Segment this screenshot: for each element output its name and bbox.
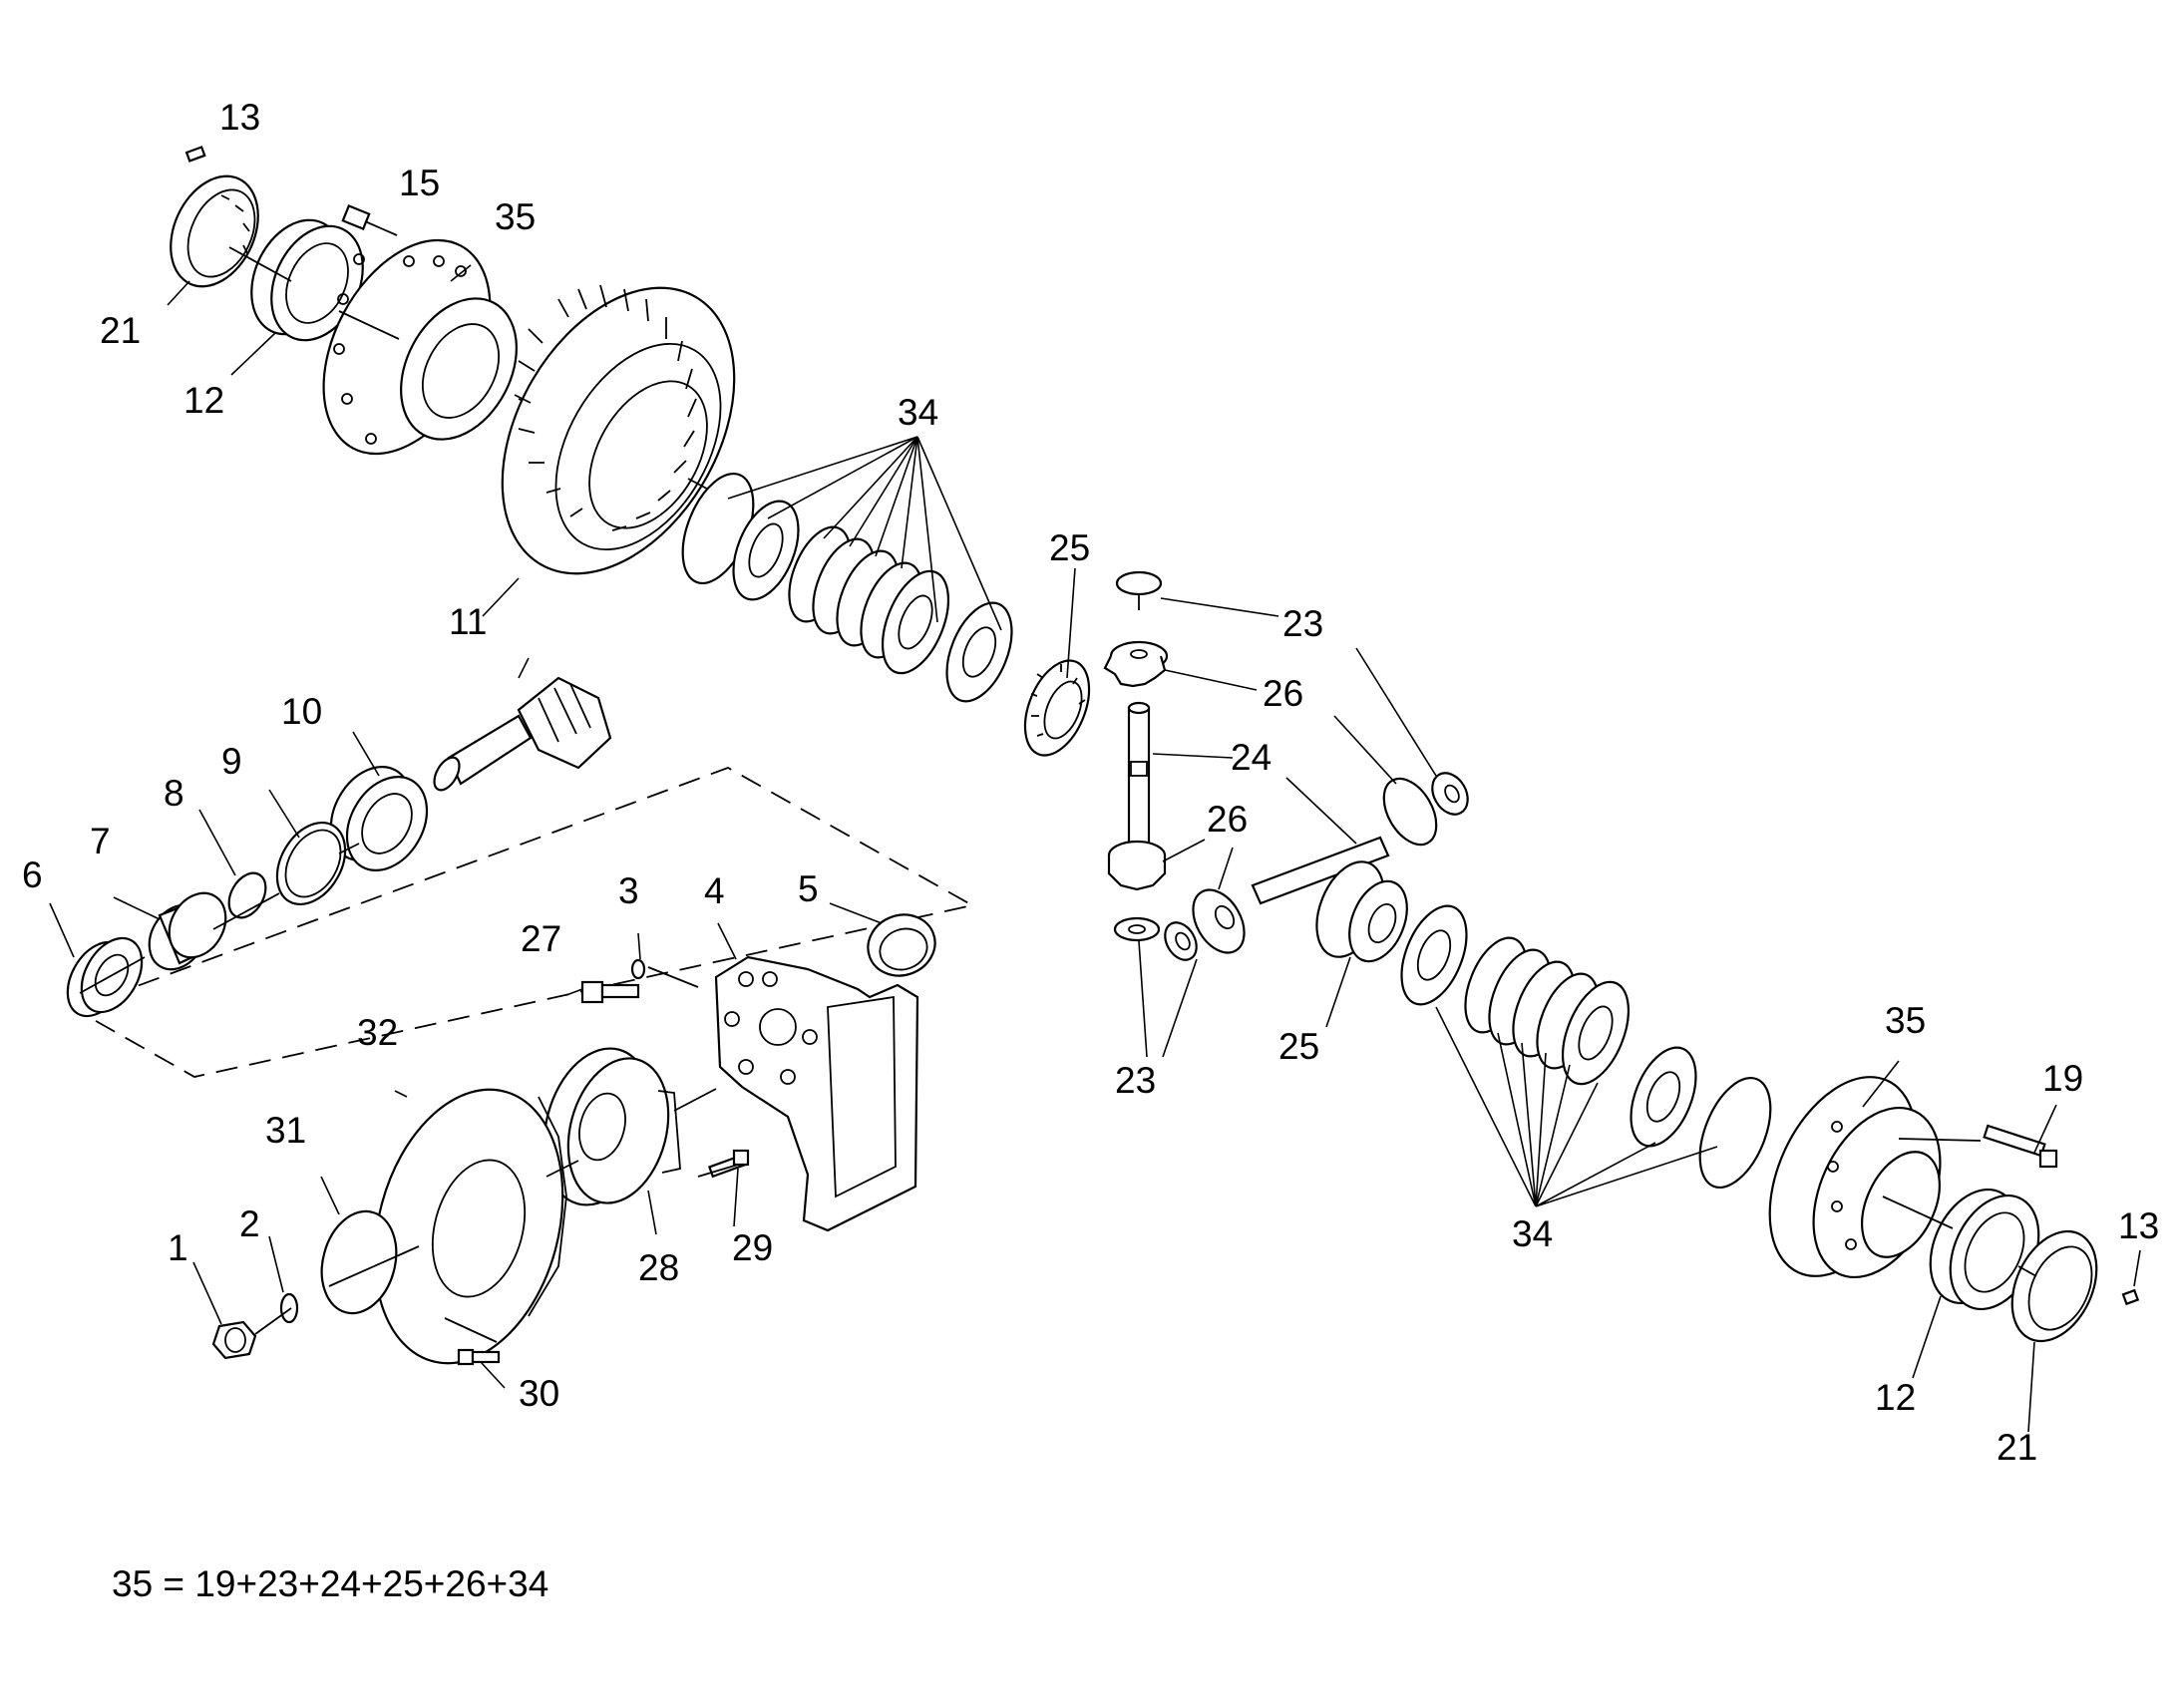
part-10-pinion-bearing [329, 766, 429, 871]
label-26-lower: 26 [1207, 799, 1248, 840]
part-7-spacer [148, 891, 227, 971]
part-23-side-thrust-washer [1164, 921, 1198, 961]
part-13-top-screw [184, 146, 206, 163]
label-21-top: 21 [100, 310, 141, 351]
label-25-top: 25 [1049, 527, 1090, 568]
label-21-bottom: 21 [1997, 1427, 2037, 1468]
part-1-nut [211, 1320, 257, 1360]
part-3-washer [630, 958, 646, 980]
part-23-top-thrust-washer [1115, 570, 1163, 610]
assembly-note: 35 = 19+23+24+25+26+34 [112, 1563, 548, 1604]
label-10: 10 [281, 691, 322, 732]
part-21-top-adjuster-ring [170, 174, 259, 288]
part-11-drive-pinion [433, 676, 612, 792]
part-23-far-thrust-washer [1431, 772, 1469, 816]
label-28: 28 [638, 1247, 679, 1288]
label-30: 30 [519, 1373, 559, 1414]
part-27-bolt [580, 980, 640, 1004]
label-35-bottom: 35 [1885, 1000, 1926, 1041]
label-23-top: 23 [1282, 603, 1323, 644]
part-23-lower-thrust-washer [1113, 916, 1161, 942]
part-25-bottom-side-gear [1315, 860, 1408, 963]
label-15: 15 [399, 163, 440, 203]
label-25-bottom: 25 [1278, 1026, 1319, 1067]
label-3: 3 [618, 870, 639, 911]
axis-line-bottom [1882, 1196, 2037, 1277]
label-4: 4 [704, 870, 725, 911]
part-28-companion-flange [543, 1047, 681, 1206]
part-26-side-pinion-gear [1192, 888, 1246, 954]
part-2-washer [279, 1292, 299, 1324]
label-34-top: 34 [898, 392, 938, 433]
label-31: 31 [265, 1110, 306, 1151]
label-1: 1 [168, 1227, 188, 1268]
label-9: 9 [221, 741, 242, 782]
label-5: 5 [798, 868, 819, 909]
label-12-top: 12 [183, 380, 224, 421]
axis-line-pinion [79, 843, 360, 994]
part-32-brake-disc [373, 1088, 567, 1365]
part-6-rear-bearing [66, 936, 144, 1018]
label-7: 7 [90, 821, 111, 861]
part-26-top-pinion-gear [1103, 640, 1169, 688]
label-29: 29 [732, 1227, 773, 1268]
part-35-bottom-differential-case [1768, 1076, 1942, 1279]
label-13-top: 13 [219, 97, 260, 138]
part-9-snap-ring [275, 821, 347, 906]
label-34-bottom: 34 [1512, 1213, 1553, 1254]
label-23-lower: 23 [1115, 1060, 1156, 1101]
label-32: 32 [357, 1012, 398, 1053]
label-26-top: 26 [1263, 673, 1303, 714]
label-13-bottom: 13 [2118, 1205, 2159, 1246]
part-24-cross-shaft-vertical [1127, 701, 1151, 850]
leader-lines [49, 264, 2141, 1433]
part-30-bolt [457, 1348, 501, 1366]
part-5-oil-seal [867, 913, 936, 977]
part-15-bolt [341, 204, 398, 236]
part-31-dust-shield [320, 1209, 398, 1315]
part-13-bottom-screw [2121, 1288, 2140, 1306]
part-12-bottom-bearing [1929, 1188, 2040, 1311]
label-6: 6 [22, 854, 43, 895]
part-29-bolt [707, 1149, 750, 1179]
part-number-labels: 13 15 35 21 12 34 25 23 26 11 10 24 9 8 … [22, 97, 2159, 1468]
part-8-shim-ring [227, 871, 267, 919]
axis-line-carrier [647, 966, 717, 1112]
part-26-far-pinion-gear [1382, 777, 1438, 847]
part-34-bottom-clutch-discs [1400, 904, 1772, 1190]
label-8: 8 [164, 773, 184, 814]
part-24-cross-shaft-diagonal [1251, 836, 1390, 905]
part-25-top-side-gear [1023, 659, 1091, 757]
label-35-top: 35 [495, 196, 536, 237]
label-27: 27 [521, 918, 561, 959]
label-2: 2 [239, 1203, 260, 1244]
axis-line-flange [254, 1160, 739, 1343]
part-4-carrier-bracket [714, 955, 919, 1232]
label-24: 24 [1231, 737, 1272, 778]
part-34-top-clutch-discs [681, 472, 1013, 703]
label-12-bottom: 12 [1875, 1377, 1916, 1418]
part-19-bolt [1898, 1124, 2058, 1169]
part-35-top-differential-case [322, 238, 518, 456]
label-11: 11 [449, 601, 487, 642]
part-26-lower-pinion-gear [1107, 840, 1167, 891]
label-19: 19 [2042, 1058, 2083, 1099]
